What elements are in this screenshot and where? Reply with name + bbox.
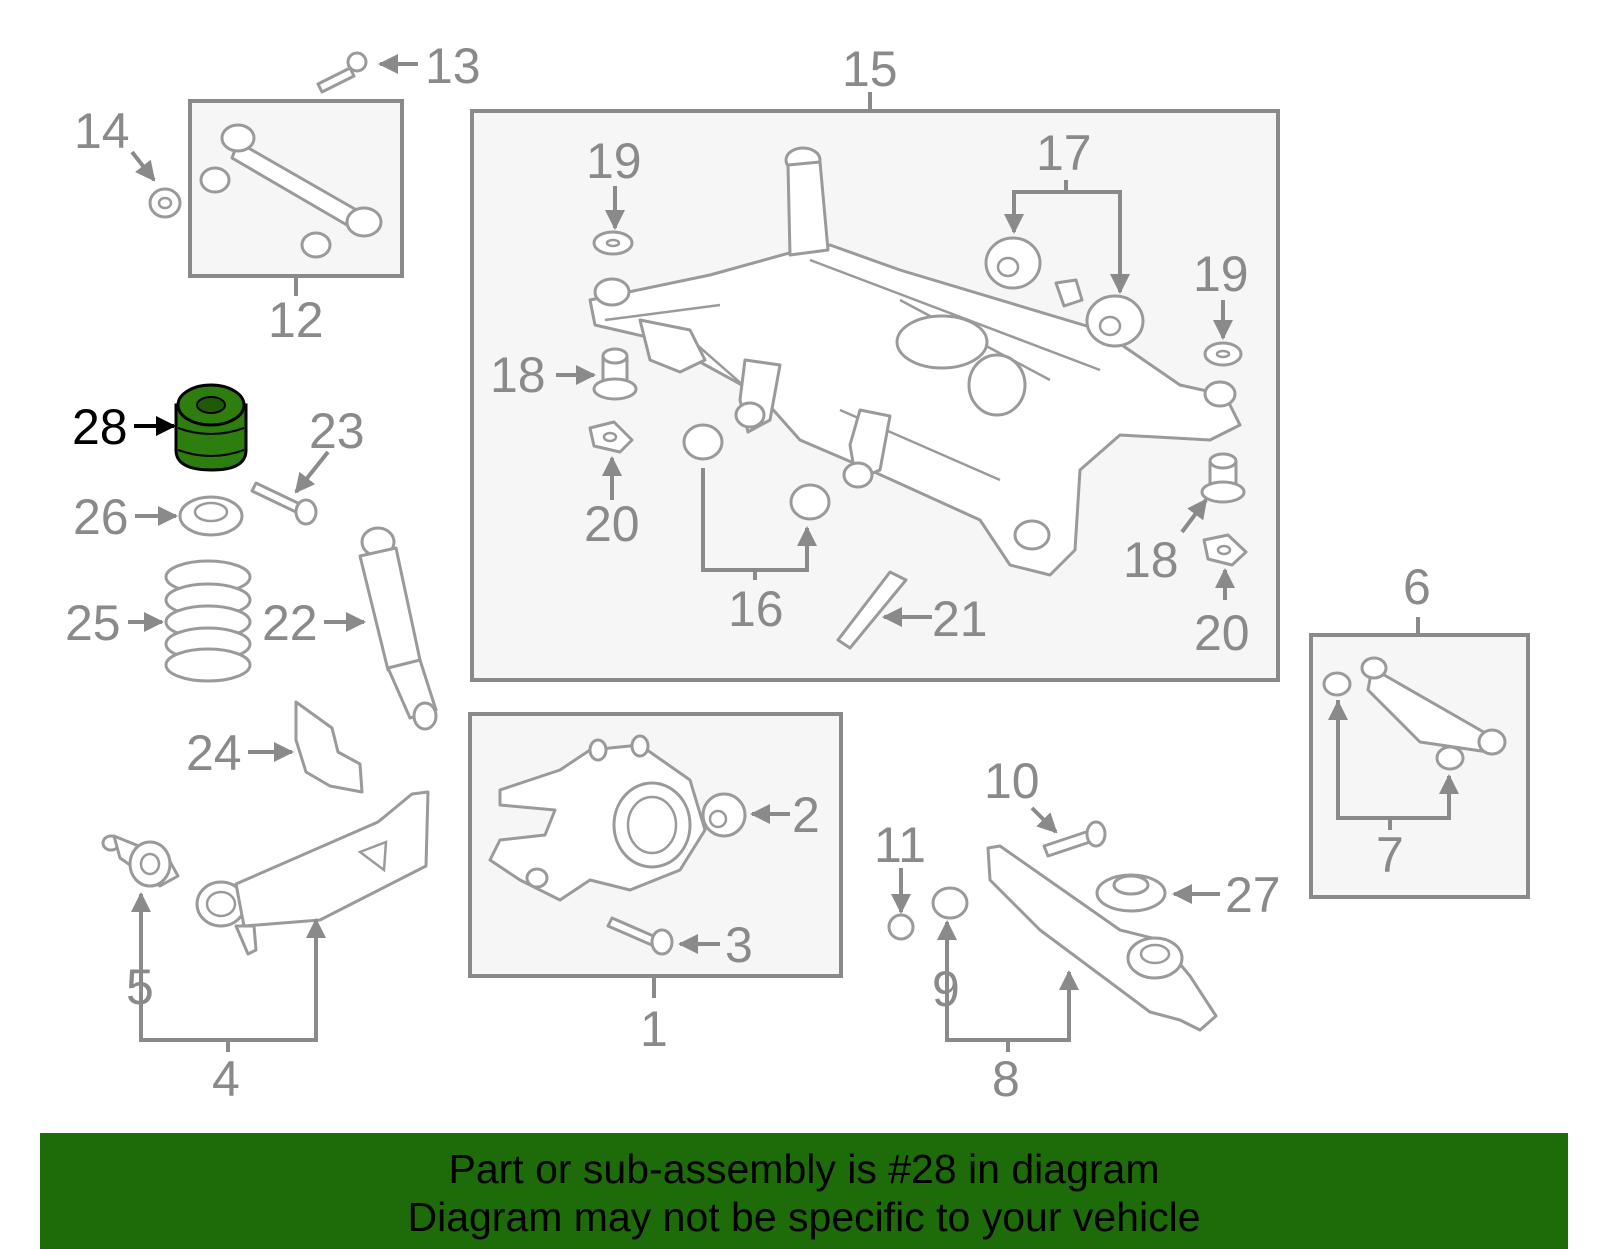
part-15-subframe[interactable] — [588, 146, 1242, 577]
callout-4: 4 — [212, 1051, 240, 1107]
part-8-lower-arm[interactable] — [986, 844, 1218, 1032]
callout-28: 28 — [72, 399, 128, 455]
part-26-spring-seat[interactable] — [178, 495, 244, 537]
part-17-bushings[interactable] — [984, 236, 1145, 348]
part-9-bushing[interactable] — [931, 886, 969, 920]
callout-22: 22 — [262, 595, 318, 651]
part-20-insulator-right[interactable] — [1202, 533, 1248, 567]
part-13-bolt[interactable] — [316, 51, 368, 94]
part-27-spring-seat[interactable] — [1095, 873, 1167, 913]
part-21-plate[interactable] — [836, 570, 908, 650]
banner-line-1: Part or sub-assembly is #28 in diagram — [448, 1146, 1160, 1192]
callout-12: 12 — [268, 292, 324, 348]
part-16-bushings[interactable] — [682, 423, 831, 521]
part-3-bolt[interactable] — [606, 916, 674, 956]
part-4-trailing-arm[interactable] — [195, 790, 430, 956]
callout-19-right: 19 — [1193, 246, 1249, 302]
part-28-bump-stop[interactable] — [174, 383, 248, 472]
callout-20-right: 20 — [1194, 605, 1250, 661]
callout-10: 10 — [984, 753, 1040, 809]
part-19-washer-left[interactable] — [592, 230, 634, 256]
callout-16: 16 — [728, 581, 784, 637]
callout-2: 2 — [792, 787, 820, 843]
part-19-washer-right[interactable] — [1203, 341, 1243, 367]
callout-23: 23 — [309, 403, 365, 459]
callout-3: 3 — [725, 917, 753, 973]
callout-18-left: 18 — [490, 347, 546, 403]
part-11-nut[interactable] — [887, 913, 915, 941]
part-2-bushing[interactable] — [701, 792, 747, 838]
callout-27: 27 — [1225, 867, 1281, 923]
callout-9: 9 — [932, 961, 960, 1017]
callout-7: 7 — [1376, 827, 1404, 883]
callout-25: 25 — [65, 595, 121, 651]
part-5-bushing-bracket[interactable] — [101, 834, 180, 888]
part-18-bushing-left[interactable] — [592, 347, 638, 401]
part-22-shock-absorber[interactable] — [358, 526, 438, 731]
part-18-bushing-right[interactable] — [1200, 452, 1246, 504]
part-1-knuckle[interactable] — [488, 734, 707, 902]
part-14-bushing[interactable] — [148, 187, 182, 219]
callout-15: 15 — [842, 41, 898, 97]
callout-8: 8 — [992, 1051, 1020, 1107]
part-10-bolt[interactable] — [1042, 820, 1107, 858]
part-6-lateral-arm[interactable] — [1322, 656, 1507, 771]
info-banner: Part or sub-assembly is #28 in diagram D… — [40, 1133, 1568, 1249]
callout-17: 17 — [1036, 125, 1092, 181]
callout-20-left: 20 — [584, 496, 640, 552]
part-23-bolt[interactable] — [250, 481, 318, 526]
callout-24: 24 — [186, 725, 242, 781]
banner-line-2: Diagram may not be specific to your vehi… — [407, 1194, 1201, 1240]
callout-26: 26 — [73, 489, 129, 545]
callout-6: 6 — [1403, 559, 1431, 615]
part-20-insulator-left[interactable] — [588, 420, 634, 454]
callout-18-right: 18 — [1123, 532, 1179, 588]
part-24-bracket[interactable] — [294, 700, 364, 794]
callout-1: 1 — [640, 1001, 668, 1057]
callout-14: 14 — [74, 103, 130, 159]
callout-19-left: 19 — [586, 133, 642, 189]
callout-11: 11 — [874, 817, 926, 873]
callout-5: 5 — [126, 959, 154, 1015]
part-25-coil-spring[interactable] — [164, 559, 252, 683]
part-12-upper-arm[interactable] — [199, 123, 383, 259]
callout-13: 13 — [425, 38, 481, 94]
callout-21: 21 — [932, 591, 988, 647]
